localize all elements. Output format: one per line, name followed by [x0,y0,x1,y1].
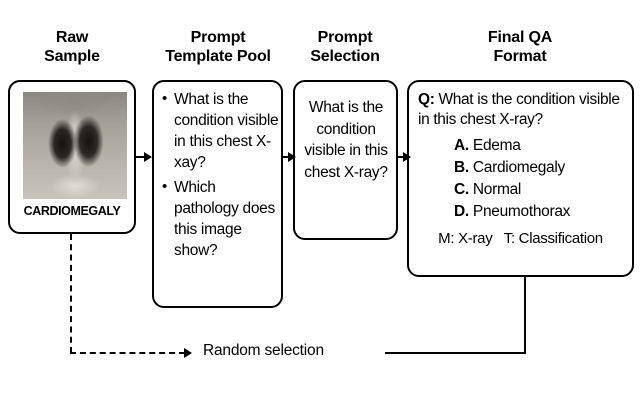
option-letter: D. [454,203,469,220]
final-qa-format-box: Q: What is the condition visible in this… [407,80,634,277]
qa-options-list: A. Edema B. Cardiomegaly C. Normal D. Pn… [454,135,629,223]
connector-raw-to-pool-line [136,156,146,158]
bullet-icon: • [162,178,167,195]
list-item: C. Normal [454,179,629,201]
option-letter: B. [454,159,469,176]
option-text: Edema [468,137,521,154]
list-item: • Which pathology does this image show? [160,177,280,261]
qa-return-horizontal-line [385,352,526,354]
raw-sample-box: CARDIOMEGALY [8,80,136,234]
qa-metadata-line: M: X-ray T: Classification [438,230,603,247]
qa-return-vertical-line [524,277,526,353]
bullet-icon: • [162,90,167,107]
feedback-dashed-horizontal-line [70,352,185,354]
qa-question: Q: What is the condition visible in this… [418,90,630,130]
random-selection-label: Random selection [203,342,324,359]
prompt-template-text: Which pathology does this image show? [174,179,275,259]
prompt-template-text: What is the condition visible in this ch… [174,91,279,171]
arrow-head-icon [288,152,296,162]
list-item: A. Edema [454,135,629,157]
qa-question-prefix: Q: [418,91,435,108]
arrow-head-icon [184,348,192,358]
arrow-head-icon [144,152,152,162]
selected-prompt-text: What is the condition visible in this ch… [304,99,388,181]
connector-pool-to-selection-line [283,156,290,158]
prompt-template-pool-box: • What is the condition visible in this … [152,80,283,308]
qa-question-text: What is the condition visible in this ch… [418,91,620,128]
column-title-prompt-selection: Prompt Selection [310,29,380,65]
prompt-selection-box: What is the condition visible in this ch… [293,80,398,240]
raw-sample-diagnosis-label: CARDIOMEGALY [23,204,121,218]
column-title-raw-sample: Raw Sample [44,29,100,65]
option-text: Cardiomegaly [468,159,565,176]
option-letter: A. [454,137,469,154]
prompt-template-list: • What is the condition visible in this … [160,89,280,261]
option-text: Pneumothorax [468,203,571,220]
chest-xray-image [23,92,127,199]
option-letter: C. [454,181,469,198]
column-title-final-qa-format: Final QA Format [487,29,553,65]
connector-selection-to-qa-line [398,156,405,158]
column-title-prompt-template-pool: Prompt Template Pool [165,29,271,65]
arrow-head-icon [403,152,411,162]
list-item: D. Pneumothorax [454,201,629,223]
option-text: Normal [468,181,522,198]
list-item: • What is the condition visible in this … [160,89,280,173]
list-item: B. Cardiomegaly [454,157,629,179]
feedback-dashed-vertical-line [70,234,72,353]
